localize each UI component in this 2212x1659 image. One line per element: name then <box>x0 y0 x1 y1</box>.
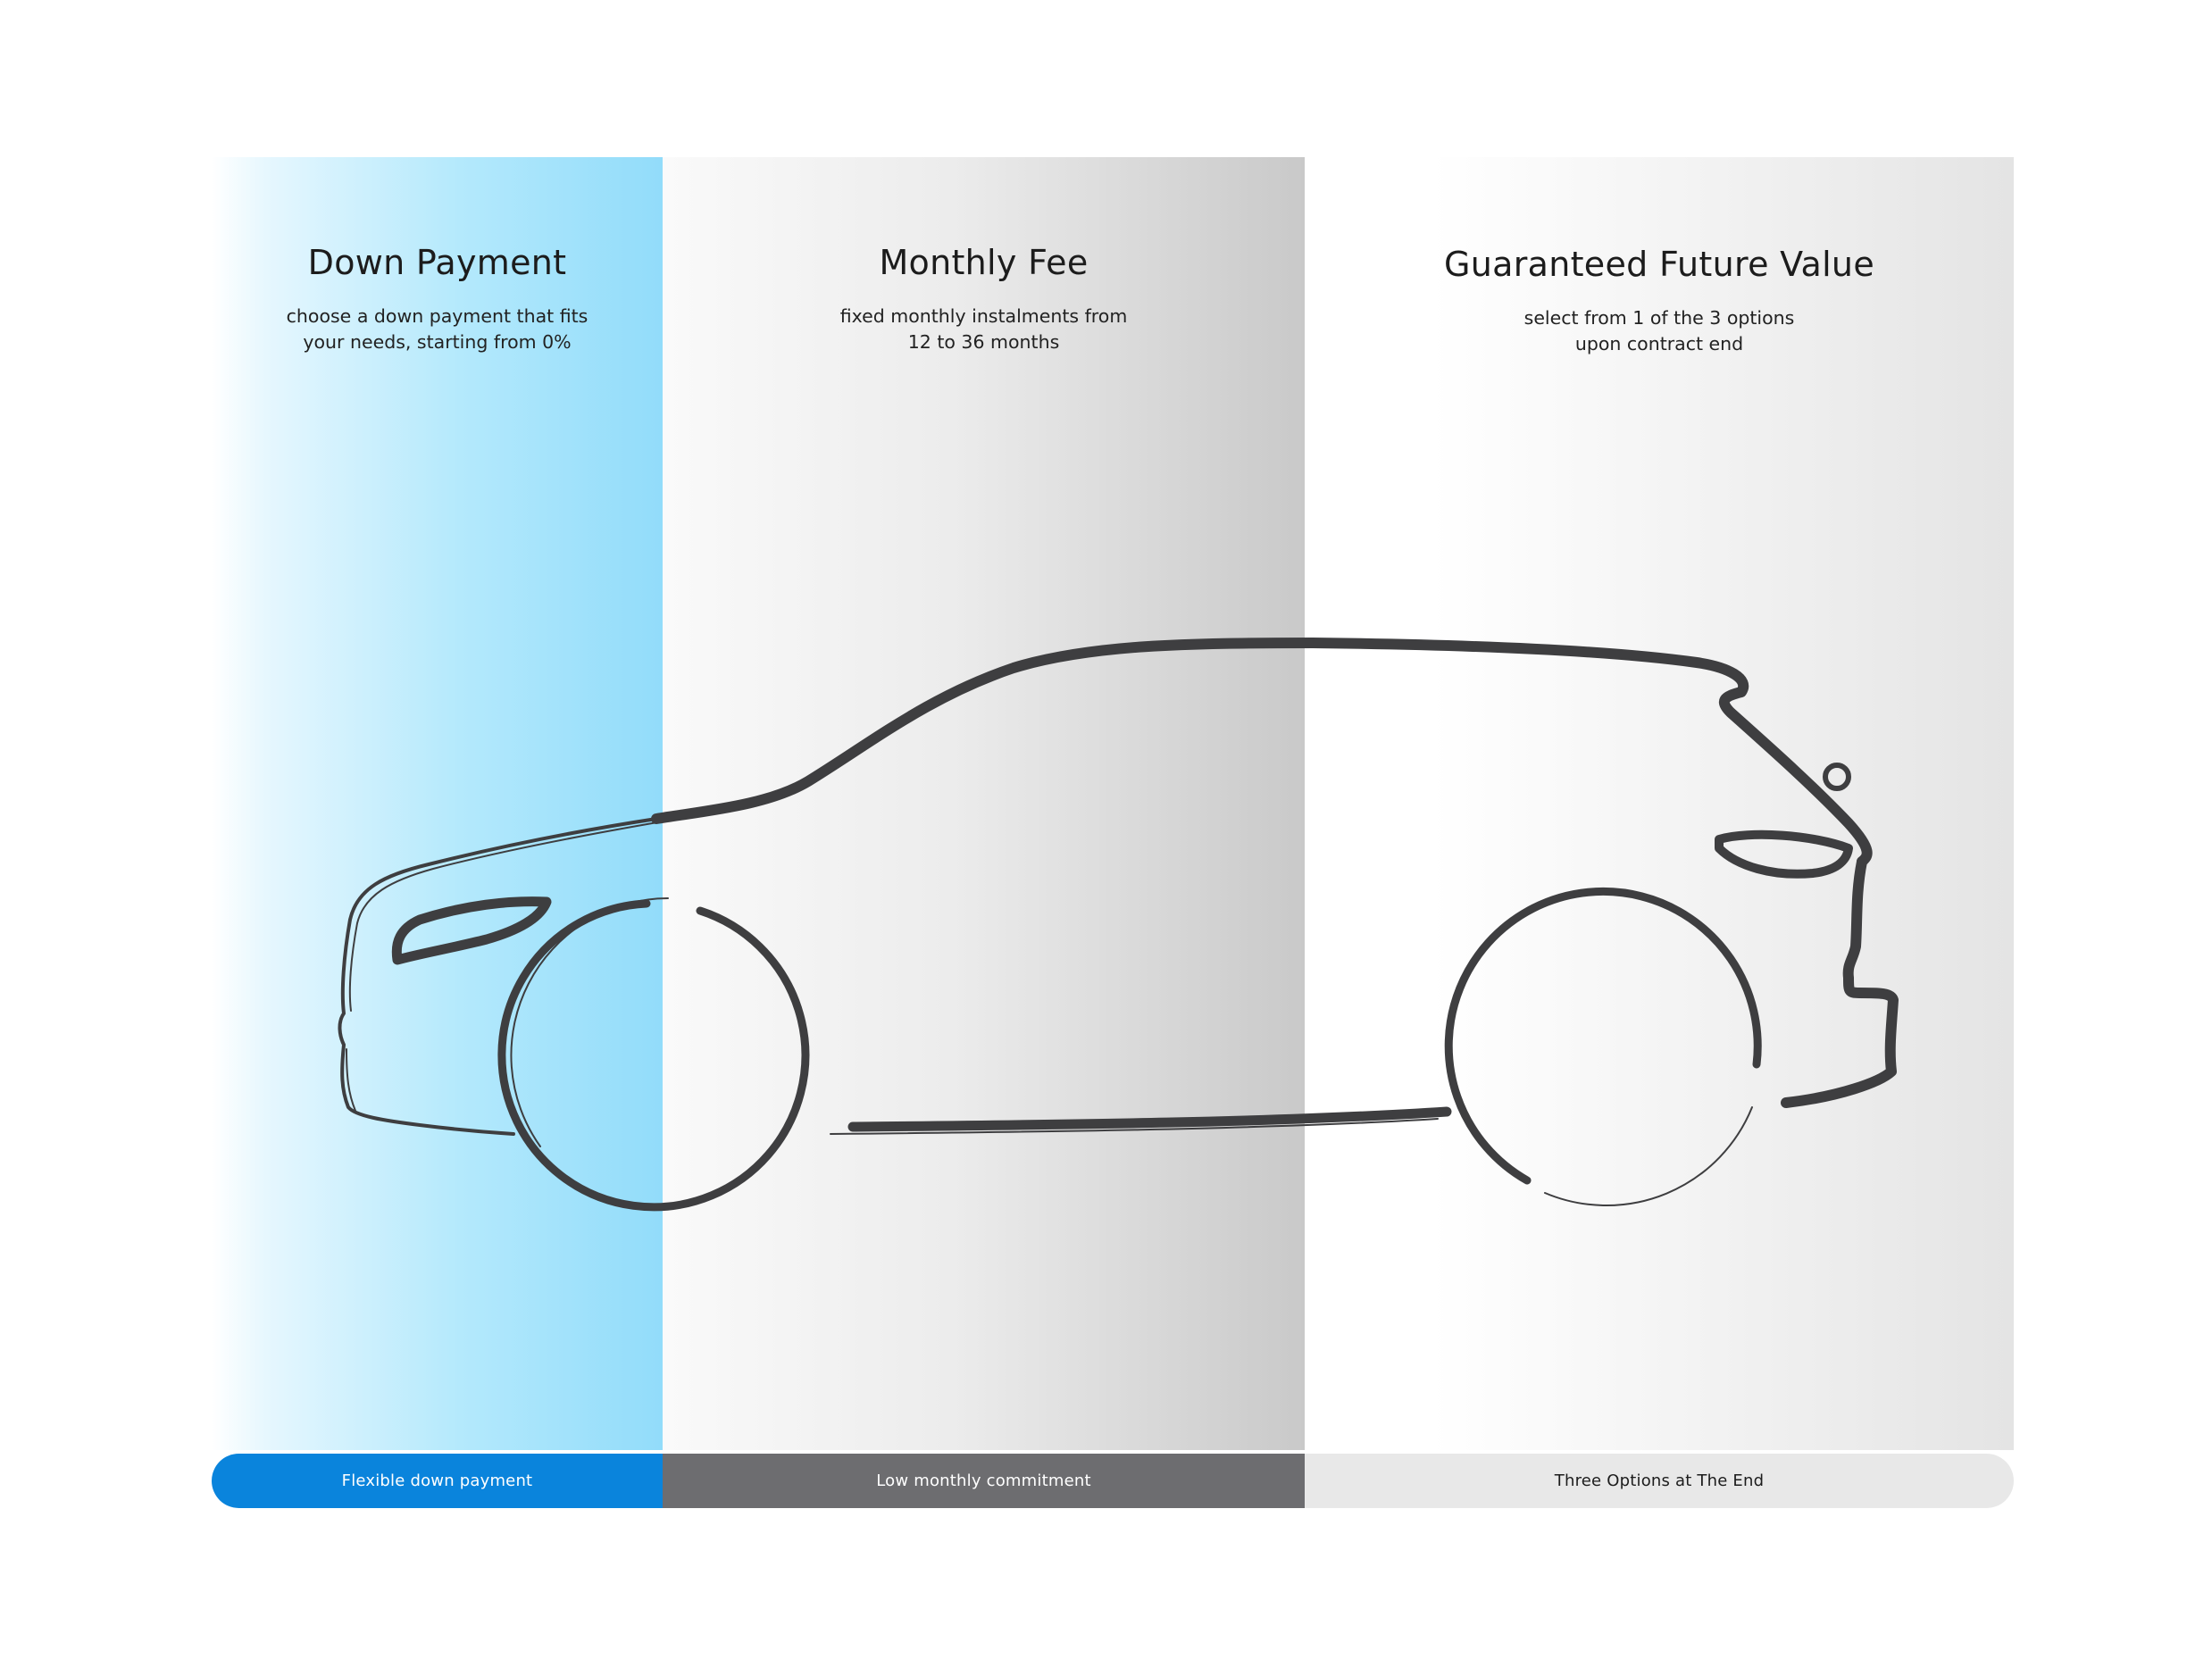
monthly-fee-description: fixed monthly instalments from 12 to 36 … <box>663 304 1305 354</box>
guaranteed-future-value-description: select from 1 of the 3 options upon cont… <box>1305 305 2014 356</box>
monthly-fee-bar: Low monthly commitment <box>663 1454 1305 1508</box>
guaranteed-future-value-bar: Three Options at The End <box>1305 1454 2014 1508</box>
down-payment-description-line: choose a down payment that fits <box>286 305 588 327</box>
down-payment-bar: Flexible down payment <box>212 1454 663 1508</box>
down-payment-description: choose a down payment that fits your nee… <box>212 304 663 354</box>
monthly-fee-title: Monthly Fee <box>879 243 1089 282</box>
guaranteed-future-value-description-line: upon contract end <box>1574 332 1744 354</box>
monthly-fee-column: Monthly Fee fixed monthly instalments fr… <box>663 157 1305 1450</box>
guaranteed-future-value-title: Guaranteed Future Value <box>1443 245 1874 284</box>
monthly-fee-description-line: 12 to 36 months <box>907 330 1060 353</box>
down-payment-column: Down Payment choose a down payment that … <box>212 157 663 1450</box>
down-payment-title: Down Payment <box>307 243 567 282</box>
guaranteed-future-value-column: Guaranteed Future Value select from 1 of… <box>1305 157 2014 1450</box>
down-payment-description-line: your needs, starting from 0% <box>303 330 572 353</box>
guaranteed-future-value-description-line: select from 1 of the 3 options <box>1523 307 1795 329</box>
monthly-fee-description-line: fixed monthly instalments from <box>839 305 1128 327</box>
